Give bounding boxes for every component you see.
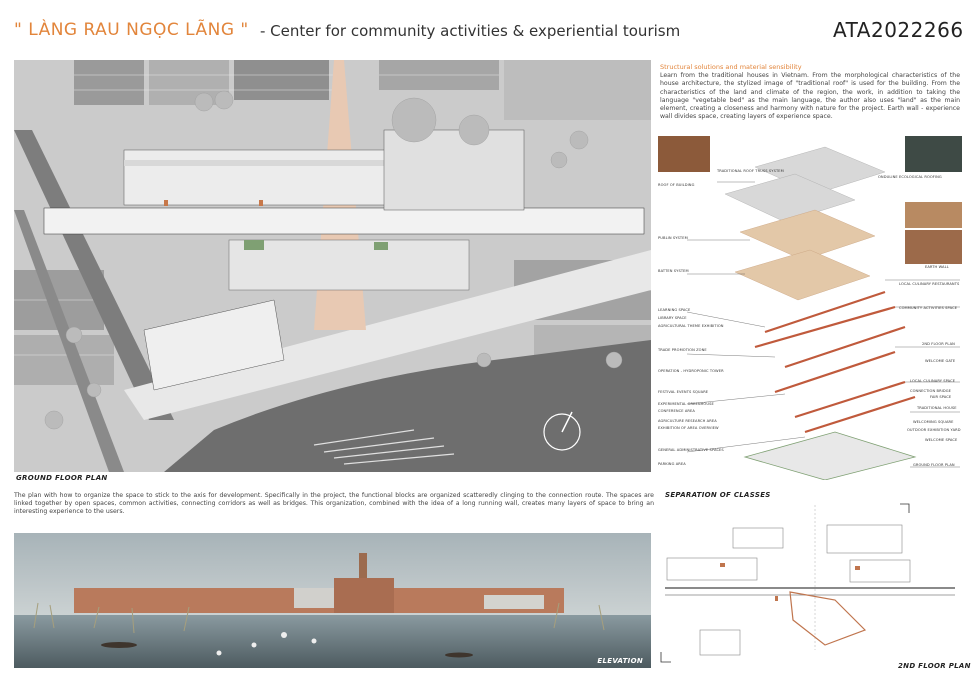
ground-floor-plan <box>14 60 651 472</box>
label-2nd-floor-plan: 2ND FLOOR PLAN <box>922 342 955 346</box>
label-administrative: GENERAL ADMINISTRATIVE SPACES <box>658 448 724 452</box>
label-batten-system: BATTEN SYSTEM <box>658 269 689 273</box>
label-agriculture-research: AGRICULTURE RESEARCH AREA <box>658 419 717 423</box>
second-floor-plan <box>655 500 967 665</box>
label-festival-square: FESTIVAL EVENTS SQUARE <box>658 390 709 394</box>
label-community-activities: COMMUNITY ACTIVITIES SPACE <box>899 306 958 310</box>
second-floor-drawing <box>655 500 967 665</box>
label-greenhouse: EXPERIMENTAL GREENHOUSE <box>658 402 714 406</box>
elevation-drawing <box>14 533 651 668</box>
label-traditional-house: TRADITIONAL HOUSE <box>917 406 957 410</box>
label-connection-bridge: CONNECTION BRIDGE <box>910 389 951 393</box>
second-floor-plan-label: 2ND FLOOR PLAN <box>898 662 971 670</box>
site-plan-drawing <box>14 60 651 472</box>
label-welcome-gate: WELCOME GATE <box>925 359 956 363</box>
separation-of-classes-title: SEPARATION OF CLASSES <box>665 491 771 499</box>
label-onduline-roofing: ONDULINE ECOLOGICAL ROOFING <box>878 175 942 179</box>
label-library-space: LIBRARY SPACE <box>658 316 687 320</box>
axonometric-drawing <box>658 136 962 480</box>
project-subtitle: - Center for community activities & expe… <box>260 22 681 40</box>
header: " LÀNG RAU NGỌC LÃNG " - Center for comm… <box>0 0 975 58</box>
label-earth-wall: EARTH WALL <box>925 265 949 269</box>
label-agricultural-exhibition: AGRICULTURAL THEME EXHIBITION <box>658 324 724 328</box>
project-code: ATA2022266 <box>833 18 964 42</box>
label-hydroponic-tower: OPERATION - HYDROPONIC TOWER <box>658 369 724 373</box>
label-learning-space: LEARNING SPACE <box>658 308 691 312</box>
label-welcoming-square: WELCOMING SQUARE <box>913 420 954 424</box>
structure-title: Structural solutions and material sensib… <box>660 63 802 71</box>
structure-description: Learn from the traditional houses in Vie… <box>660 72 960 121</box>
label-outdoor-exhibition: OUTDOOR EXHIBITION YARD <box>907 428 961 432</box>
label-local-culinary-space: LOCAL CULINARY SPACE <box>910 379 956 383</box>
elevation-render: ELEVATION <box>14 533 651 668</box>
label-ground-floor-plan: GROUND FLOOR PLAN <box>913 463 955 467</box>
ground-floor-plan-label: GROUND FLOOR PLAN <box>16 474 108 482</box>
project-title: " LÀNG RAU NGỌC LÃNG " <box>14 20 249 40</box>
exploded-axonometric: TRADITIONAL ROOF TRUSS SYSTEM ONDULINE E… <box>655 132 967 480</box>
elevation-label: ELEVATION <box>597 657 643 665</box>
label-fair-space: FAIR SPACE <box>930 395 952 399</box>
label-welcome-space: WELCOME SPACE <box>925 438 958 442</box>
label-local-culinary-restaurants: LOCAL CULINARY RESTAURANTS <box>899 282 960 286</box>
ground-plan-description: The plan with how to organize the space … <box>14 492 654 516</box>
label-roof-of-building: ROOF OF BUILDING <box>658 183 695 187</box>
label-parking-area: PARKING AREA <box>658 462 686 466</box>
label-conference-area: CONFERENCE AREA <box>658 409 695 413</box>
label-exhibition-overview: EXHIBITION OF AREA OVERVIEW <box>658 426 719 430</box>
label-trade-promotion: TRADE PROMOTION ZONE <box>658 348 707 352</box>
label-publin-system: PUBLIN SYSTEM <box>658 236 688 240</box>
label-traditional-roof-truss: TRADITIONAL ROOF TRUSS SYSTEM <box>717 169 784 173</box>
